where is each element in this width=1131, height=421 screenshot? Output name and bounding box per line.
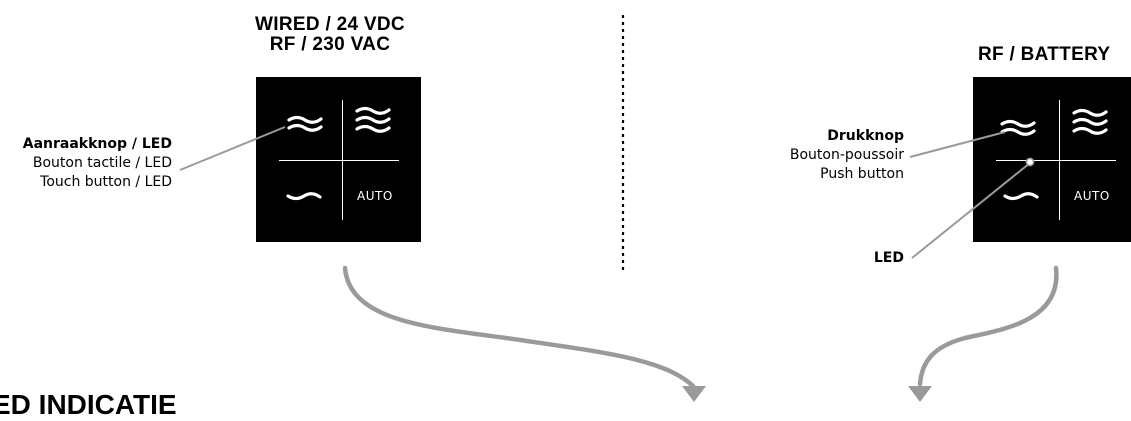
led-dot [1025,157,1035,167]
wave-single-icon[interactable] [256,77,421,242]
arrow-head-left [682,386,706,402]
callout-line-fr: Bouton-poussoir [789,147,904,163]
leader-lines [179,126,1059,402]
callout-line-nl: Drukknop [827,128,904,144]
auto-button-label[interactable]: AUTO [1074,189,1110,203]
wave-low-icon[interactable] [256,77,421,242]
callout-line-en: Touch button / LED [40,174,172,190]
led-callout: LED [800,249,904,268]
left-title: WIRED / 24 VDC RF / 230 VAC [250,15,410,55]
left-title-line1: WIRED / 24 VDC [255,14,405,35]
callout-line-en: Push button [820,166,904,182]
push-button-callout: Drukknop Bouton-poussoir Push button [700,127,904,184]
led-label: LED [873,250,904,266]
right-control-panel: AUTO [973,77,1131,242]
callout-line-nl: Aanraakknop / LED [22,136,172,152]
touch-button-callout: Aanraakknop / LED Bouton tactile / LED T… [0,135,172,192]
wave-triple-icon[interactable] [256,77,421,242]
wave-low-icon[interactable] [973,77,1131,242]
arrow-head-right [908,386,932,402]
dashed-divider [621,15,625,272]
panel-divider-horizontal [996,160,1116,161]
panel-divider-horizontal [279,160,399,161]
auto-button-label[interactable]: AUTO [357,189,393,203]
wave-single-icon[interactable] [973,77,1131,242]
section-heading: ED INDICATIE [0,389,177,420]
callout-line-fr: Bouton tactile / LED [32,155,172,171]
left-control-panel: AUTO [256,77,421,242]
left-title-line2: RF / 230 VAC [269,34,391,55]
wave-triple-icon[interactable] [973,77,1131,242]
right-title: RF / BATTERY [978,44,1111,65]
